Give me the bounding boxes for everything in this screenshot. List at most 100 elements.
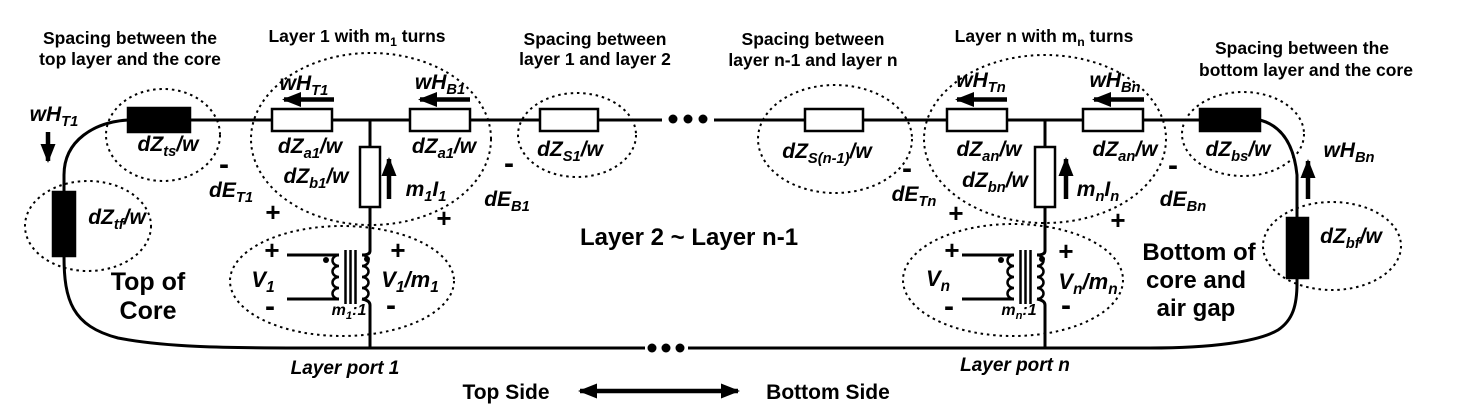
- ellipsis-dot: [647, 343, 657, 353]
- resistor-dz-sn1: [803, 107, 865, 133]
- transformer-n-primary-winding: [1006, 253, 1015, 301]
- de-bn-minus: -: [1168, 149, 1178, 182]
- de-tn-minus: -: [902, 152, 912, 185]
- top-of-core-line1: Top of: [111, 268, 186, 296]
- vnmn-plus: +: [1058, 236, 1073, 266]
- transformer-n: [962, 250, 1045, 304]
- vn-plus: +: [944, 235, 959, 265]
- middle-layers-label: Layer 2 ~ Layer n-1: [580, 224, 798, 251]
- core-loop-wires: [62, 118, 1299, 350]
- bottom-of-core-line2: core and: [1146, 267, 1246, 294]
- ellipsis-dot: [675, 343, 685, 353]
- field-labels: wHT1 wHT1 wHB1 wHTn wHBn wHBn: [30, 69, 1375, 166]
- heading-spacing-1-2-line2: layer 1 and layer 2: [519, 49, 671, 69]
- transformer-1-secondary-winding: [361, 253, 370, 301]
- wh-tn-label: wHTn: [956, 69, 1005, 96]
- mmf-labels: m1I1 mnIn: [406, 178, 1120, 205]
- v1-plus: +: [264, 235, 279, 265]
- resistor-dz-bn: [1033, 145, 1057, 209]
- wh-bn-label: wHBn: [1089, 69, 1140, 96]
- bottom-wire-ellipsis: [647, 343, 685, 353]
- resistor-dz-an-right: [1081, 107, 1145, 133]
- top-of-core-line2: Core: [120, 297, 177, 325]
- transformer-1: [287, 250, 370, 304]
- region-layer-1: [250, 52, 492, 226]
- transformer-1-secondary-polarity-dot: [364, 256, 370, 262]
- transformer-n-primary-polarity-dot: [998, 257, 1004, 263]
- transformer-1-primary-polarity-dot: [323, 257, 329, 263]
- top-left-core-wire: [62, 118, 129, 192]
- m1i1-label: m1I1: [406, 178, 447, 205]
- resistor-dz-a1-right: [408, 107, 472, 133]
- heading-layer-1: Layer 1 with m1 turns: [268, 26, 445, 49]
- transformer-1-labels: + V1 - m1:1 + V1/m1 -: [251, 235, 438, 323]
- transformer-n-primary-leads: [962, 253, 1014, 301]
- dashed-regions: [24, 52, 1402, 337]
- dz-tf-label: dZtf/w: [88, 206, 147, 233]
- bottom-side-label: Bottom Side: [766, 381, 890, 404]
- dz-bf-label: dZbf/w: [1320, 225, 1383, 252]
- heading-layer-n: Layer n with mn turns: [955, 26, 1134, 49]
- heading-spacing-bottom-line1: Spacing between the: [1215, 38, 1389, 58]
- transformer-n-secondary-polarity-dot: [1039, 256, 1045, 262]
- top-side-label: Top Side: [462, 381, 549, 404]
- resistor-dz-a1-left: [270, 107, 334, 133]
- v1-minus: -: [265, 290, 275, 323]
- de-b1-plus: +: [436, 203, 451, 233]
- dz-bn-label: dZbn/w: [962, 169, 1029, 196]
- mnin-label: mnIn: [1077, 178, 1120, 205]
- v1m1-plus: +: [390, 235, 405, 265]
- de-tn-label: dETn: [892, 183, 937, 210]
- wh-t1-label: wHT1: [280, 72, 329, 99]
- vn-label: Vn: [926, 266, 950, 295]
- transformer-n-core-lines: [1019, 250, 1032, 304]
- de-bn-plus: +: [1110, 205, 1125, 235]
- heading-spacing-1-2-line1: Spacing between: [524, 29, 667, 49]
- heading-spacing-n1-n-line2: layer n-1 and layer n: [728, 50, 897, 70]
- bottom-left-core-wire: [62, 255, 645, 350]
- dz-bs-label: dZbs/w: [1206, 138, 1273, 165]
- layer-port-n-label: Layer port n: [960, 355, 1070, 376]
- top-right-core-wire: [1259, 118, 1299, 218]
- region-dz-tf: [24, 180, 152, 272]
- transformer-n-secondary-winding: [1036, 253, 1045, 301]
- heading-spacing-top-line1: Spacing between the: [43, 28, 217, 48]
- dz-ts-label: dZts/w: [138, 133, 201, 160]
- transformer-1-primary-winding: [331, 253, 340, 301]
- transformer-n-labels: + Vn - mn:1 + Vn/mn -: [926, 235, 1118, 323]
- resistor-dz-tf: [51, 190, 77, 258]
- bottom-right-core-wire: [688, 278, 1299, 350]
- resistor-dz-bs: [1198, 107, 1262, 133]
- de-bn-label: dEBn: [1160, 188, 1206, 215]
- vn-minus: -: [944, 290, 954, 323]
- de-tn-plus: +: [948, 198, 963, 228]
- resistor-dz-s1: [538, 107, 600, 133]
- dz-an-right-label: dZan/w: [1093, 138, 1160, 165]
- transformer-1-core-lines: [344, 250, 357, 304]
- bottom-of-core-line3: air gap: [1157, 295, 1236, 322]
- region-layer-n: [923, 54, 1167, 224]
- de-t1-plus: +: [265, 197, 280, 227]
- resistors: [51, 106, 1310, 280]
- bottom-of-core-line1: Bottom of: [1142, 239, 1256, 266]
- dz-a1-right-label: dZa1/w: [412, 135, 478, 162]
- ellipsis-dot: [661, 343, 671, 353]
- de-b1-label: dEB1: [484, 188, 530, 215]
- dz-s1-label: dZS1/w: [537, 138, 604, 165]
- heading-spacing-top-line2: top layer and the core: [39, 49, 221, 69]
- arrows: [40, 92, 1316, 399]
- big-annotations: Top of Core Layer 2 ~ Layer n-1 Bottom o…: [111, 224, 1257, 404]
- heading-spacing-n1-n-line1: Spacing between: [742, 29, 885, 49]
- dz-an-left-label: dZan/w: [957, 138, 1024, 165]
- region-transformer-1: [229, 225, 455, 337]
- v1m1-label: V1/m1: [381, 267, 439, 296]
- heading-spacing-bottom-line2: bottom layer and the core: [1199, 60, 1413, 80]
- wh-b1-label: wHB1: [415, 71, 465, 98]
- resistor-dz-bf: [1285, 216, 1310, 280]
- vnmn-label: Vn/mn: [1058, 269, 1117, 298]
- region-transformer-n: [902, 223, 1124, 337]
- dz-b1-label: dZb1/w: [284, 165, 351, 192]
- v1-label: V1: [251, 267, 274, 296]
- region-dz-s1: [517, 92, 637, 178]
